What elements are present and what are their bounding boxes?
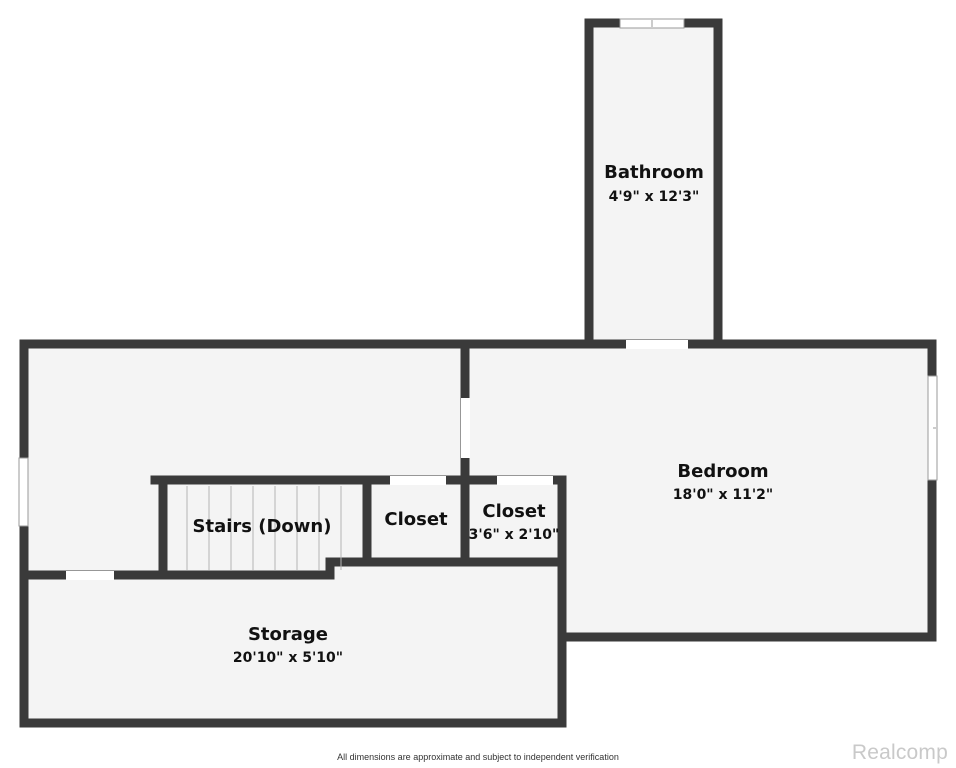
bedroom-window: [927, 375, 938, 481]
storage-floor: [24, 560, 562, 723]
disclaimer-text: All dimensions are approximate and subje…: [337, 752, 619, 762]
stair-treads: [186, 486, 342, 570]
closet-right-name: Closet: [482, 501, 546, 522]
realcomp-logo: Realcomp: [851, 741, 948, 764]
bathroom-floor: [590, 24, 718, 344]
bedroom-dims: 18'0" x 11'2": [673, 487, 773, 503]
closet-left-doorway: [390, 476, 446, 485]
closet-right-doorway: [497, 476, 553, 485]
bedroom-name: Bedroom: [677, 461, 768, 482]
storage-doorway: [66, 571, 114, 580]
closet-right-dims: 3'6" x 2'10": [469, 527, 560, 543]
storage-top-wall: [19, 557, 567, 580]
bathroom-name: Bathroom: [604, 162, 704, 183]
bathroom-doorway: [626, 340, 688, 349]
left-window: [18, 457, 29, 527]
storage-dims: 20'10" x 5'10": [233, 650, 343, 666]
closet-left-name: Closet: [384, 509, 448, 530]
storage-name: Storage: [248, 624, 328, 645]
divider-doorway: [461, 398, 470, 458]
stairs-name: Stairs (Down): [193, 516, 332, 537]
bathroom-dims: 4'9" x 12'3": [609, 189, 700, 205]
